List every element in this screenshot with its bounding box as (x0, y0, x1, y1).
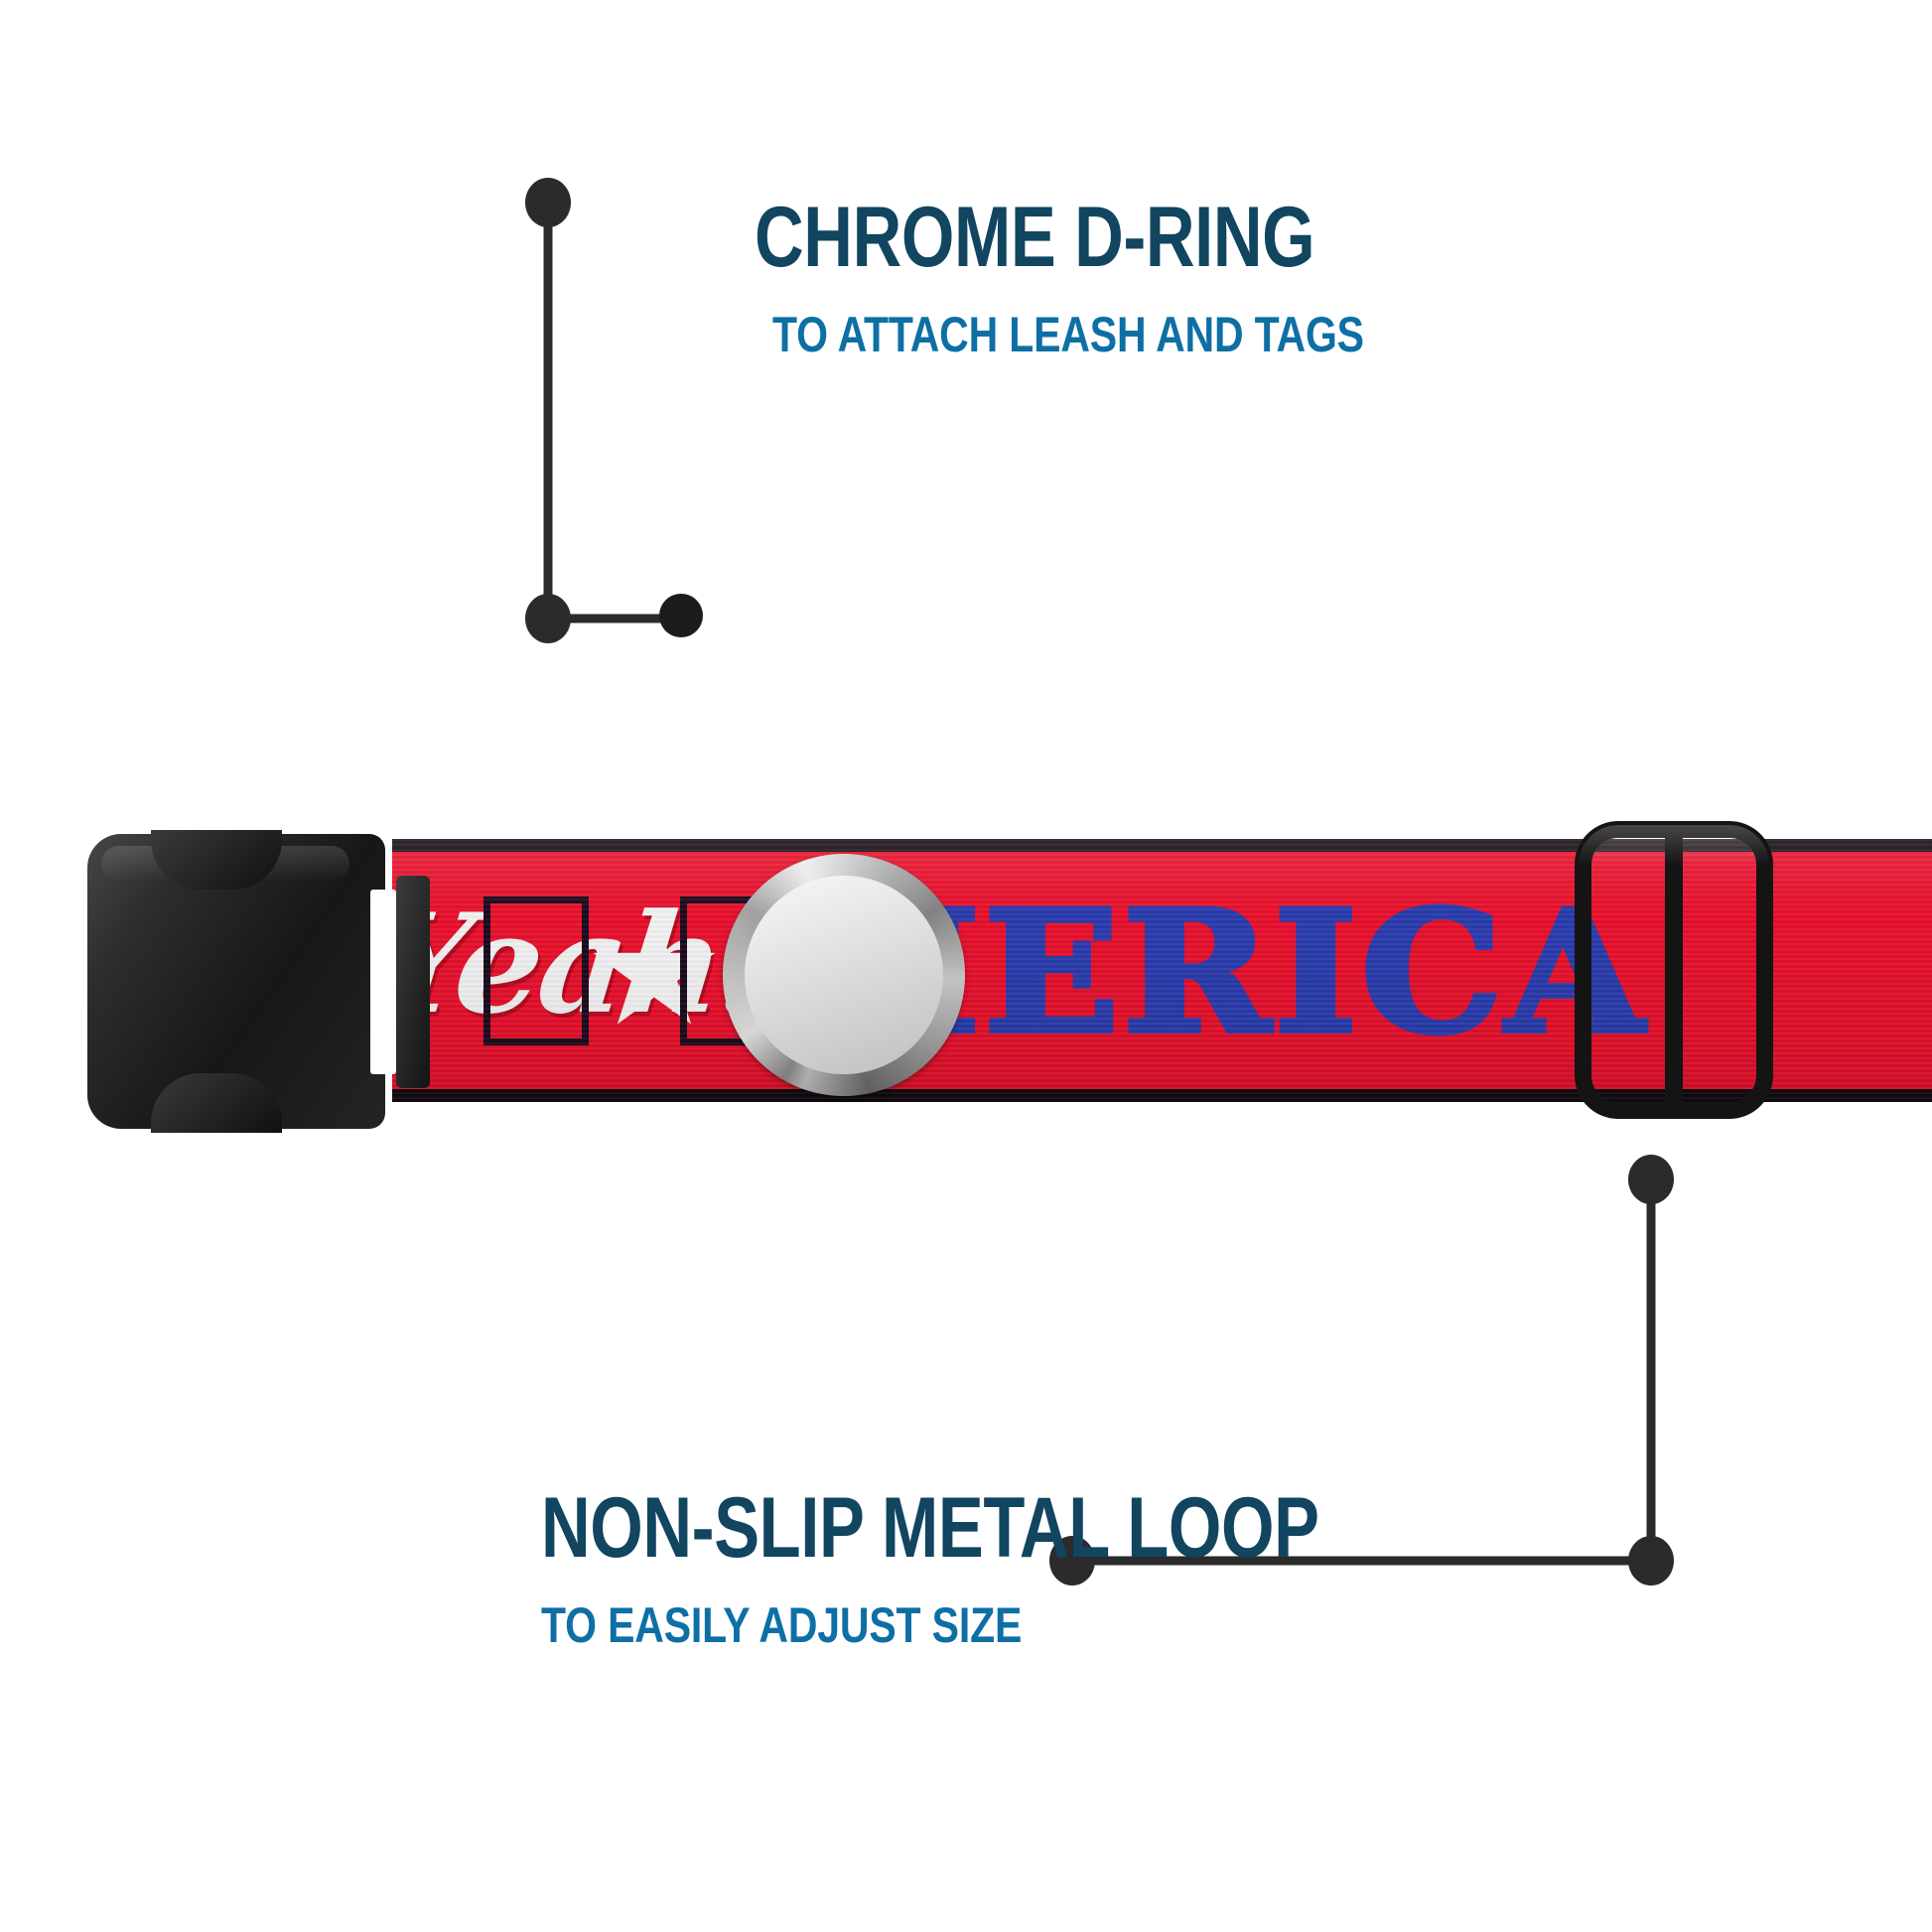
webbing-edge-top (392, 839, 1932, 852)
callout-subtitle-chrome-d-ring: TO ATTACH LEASH AND TAGS (772, 307, 1364, 362)
motif-outline-box (483, 897, 589, 1045)
callout-title-chrome-d-ring: CHROME D-RING (755, 190, 1315, 285)
leader-chrome-d-ring (525, 178, 703, 643)
buckle-arm-top (151, 830, 282, 890)
buckle-arm-bottom (151, 1073, 282, 1133)
buckle-slot (370, 890, 396, 1074)
chrome-d-ring-icon (723, 854, 965, 1096)
webbing-edge-bottom (392, 1089, 1932, 1102)
tri-glide-metal-loop (1575, 821, 1773, 1119)
callout-subtitle-non-slip-metal-loop: TO EASILY ADJUST SIZE (541, 1597, 1023, 1653)
buckle-post (396, 876, 430, 1088)
callout-title-non-slip-metal-loop: NON-SLIP METAL LOOP (541, 1480, 1319, 1576)
tri-glide-center-bar (1665, 825, 1683, 1115)
side-release-buckle (87, 830, 430, 1133)
product-photo-dog-collar: Yeah! MERICA (0, 755, 1932, 1231)
